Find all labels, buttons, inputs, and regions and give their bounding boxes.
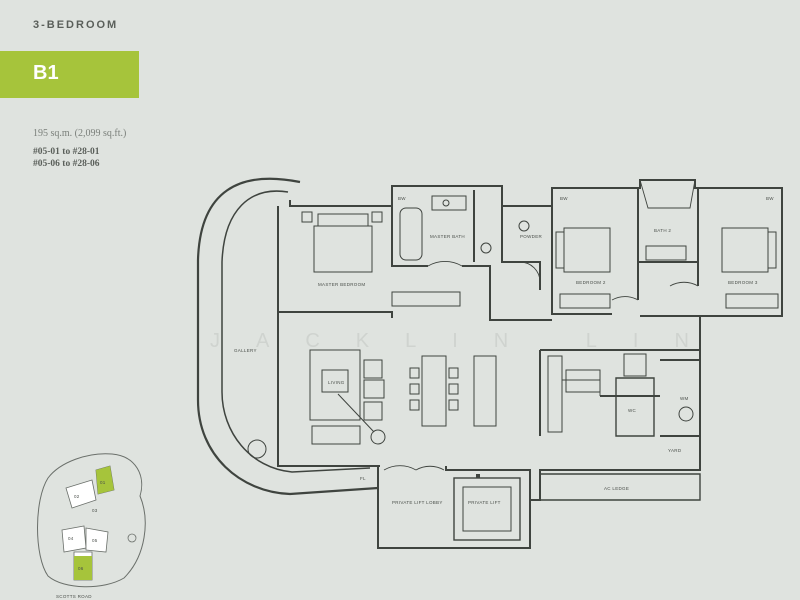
key-plan-road: SCOTTS ROAD bbox=[56, 594, 92, 599]
bath-2-vanity bbox=[645, 245, 687, 261]
label-bw-1: BW bbox=[398, 196, 406, 201]
label-bedroom-3: BEDROOM 3 bbox=[728, 280, 758, 285]
label-wm: WM bbox=[680, 396, 689, 401]
master-bed bbox=[313, 225, 373, 273]
label-bw-2: BW bbox=[560, 196, 568, 201]
unit-type-label: B1 bbox=[33, 62, 59, 84]
unit-range-1: #05-01 to #28-01 bbox=[33, 147, 100, 157]
label-bath-2: BATH 2 bbox=[654, 228, 671, 233]
key-plan-unit-01: 01 bbox=[100, 480, 106, 485]
label-master-bedroom: MASTER BEDROOM bbox=[318, 282, 365, 287]
unit-area: 195 sq.m. (2,099 sq.ft.) bbox=[33, 128, 127, 139]
gallery-planter bbox=[247, 439, 267, 459]
label-bw-3: BW bbox=[766, 196, 774, 201]
key-plan-unit-04: 04 bbox=[68, 536, 74, 541]
room-labels: MASTER BEDROOM MASTER BATH POWDER BATH 2… bbox=[234, 196, 774, 505]
category-heading: 3-BEDROOM bbox=[33, 19, 119, 31]
key-plan-highlight-top bbox=[96, 466, 114, 494]
bathtub bbox=[399, 207, 423, 261]
toilet bbox=[480, 242, 492, 254]
label-yard: YARD bbox=[668, 448, 682, 453]
key-plan: 02 01 04 05 06 03 SCOTTS ROAD bbox=[37, 453, 146, 599]
living-rug bbox=[309, 349, 361, 421]
living-sofa bbox=[311, 425, 361, 445]
kitchen-counter bbox=[547, 355, 563, 433]
unit-type-badge: B1 bbox=[0, 51, 139, 98]
master-bed-headboard bbox=[317, 213, 369, 227]
label-master-bath: MASTER BATH bbox=[430, 234, 465, 239]
watermark: JACKLIN LIN bbox=[210, 330, 725, 352]
powder-toilet bbox=[518, 220, 530, 232]
label-ac-ledge: AC LEDGE bbox=[604, 486, 629, 491]
label-private-lift-lobby: PRIVATE LIFT LOBBY bbox=[392, 500, 443, 505]
hatched-wardrobes bbox=[391, 291, 779, 478]
bedroom-2-bed bbox=[563, 227, 611, 273]
dining-table bbox=[421, 355, 447, 427]
unit-range-2: #05-06 to #28-06 bbox=[33, 159, 100, 169]
washing-machine bbox=[678, 406, 694, 422]
label-gallery: GALLERY bbox=[234, 348, 257, 353]
key-plan-highlight-bottom bbox=[74, 556, 92, 580]
island-counter bbox=[473, 355, 497, 427]
floor-plan-walls bbox=[196, 177, 783, 549]
label-living: LIVING bbox=[328, 380, 345, 385]
key-plan-unit-03: 03 bbox=[92, 508, 98, 513]
label-private-lift: PRIVATE LIFT bbox=[468, 500, 501, 505]
bedroom-3-bed bbox=[721, 227, 769, 273]
label-wc: WC bbox=[628, 408, 637, 413]
key-plan-unit-06: 06 bbox=[78, 566, 84, 571]
vanity bbox=[431, 195, 467, 211]
furniture bbox=[247, 195, 777, 459]
label-fl: FL bbox=[360, 476, 366, 481]
key-plan-unit-05: 05 bbox=[92, 538, 98, 543]
unit-numbers: #05-01 to #28-01 #05-06 to #28-06 bbox=[33, 146, 100, 170]
label-bedroom-2: BEDROOM 2 bbox=[576, 280, 606, 285]
key-plan-unit-02: 02 bbox=[74, 494, 80, 499]
label-powder: POWDER bbox=[520, 234, 543, 239]
